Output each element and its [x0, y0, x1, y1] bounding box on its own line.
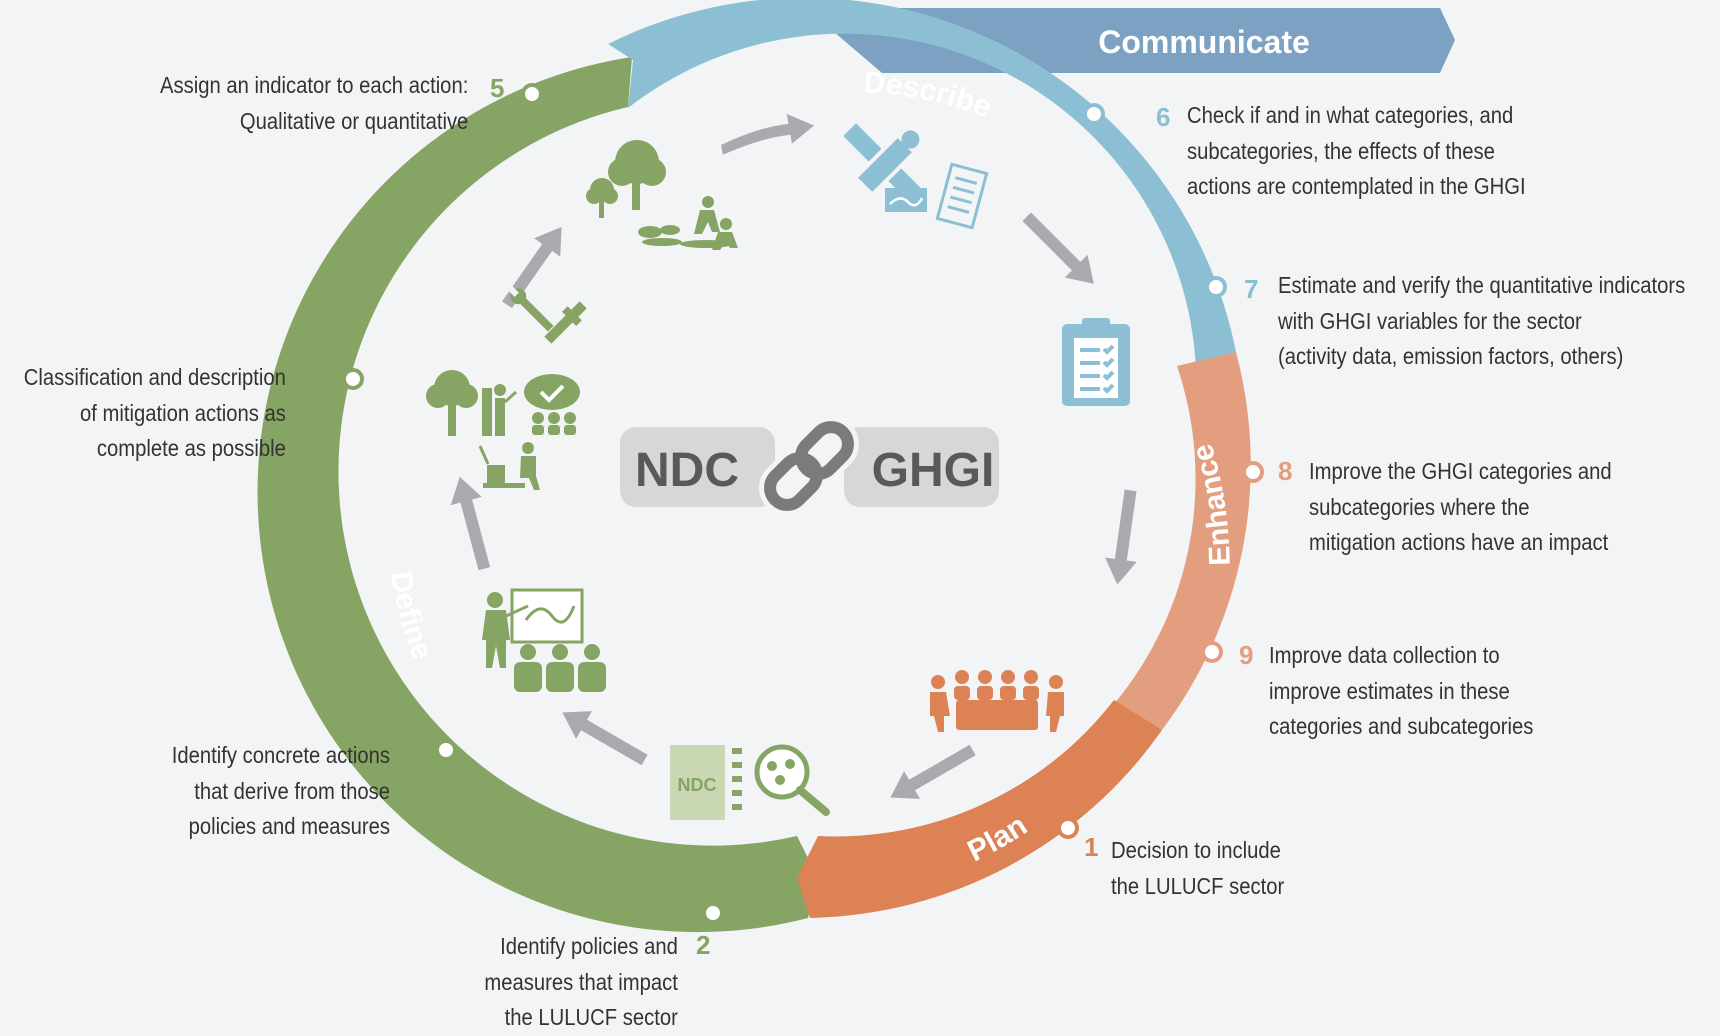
field-measurement-icon	[426, 370, 580, 490]
inner-arrows	[450, 114, 1137, 799]
step-marker-6	[1083, 103, 1105, 125]
ndc-box	[620, 427, 775, 507]
step-marker-5	[521, 83, 543, 105]
step-marker-8	[1242, 461, 1264, 483]
step-callout-5: Assign an indicator to each action: Qual…	[159, 72, 468, 134]
step-callout-1: Decision to include the LULUCF sector	[1111, 837, 1285, 899]
presentation-icon	[482, 588, 606, 692]
step-number-7: 7	[1244, 274, 1259, 304]
plan-segment	[797, 700, 1162, 918]
step-number-5: 5	[490, 73, 505, 103]
enhance-segment	[1114, 352, 1251, 730]
step-callout-7: Estimate and verify the quantitative ind…	[1278, 272, 1686, 369]
step-number-9: 9	[1239, 640, 1254, 670]
step-number-8: 8	[1278, 456, 1293, 486]
ghgi-box	[844, 427, 999, 507]
step-number-1: 1	[1084, 832, 1099, 862]
step-marker-1	[1057, 817, 1079, 839]
center-link: NDC GHGI	[620, 416, 999, 516]
communicate-label: Communicate	[1098, 24, 1310, 60]
describe-segment	[608, 0, 1236, 370]
step-callout-9: Improve data collection to improve estim…	[1269, 642, 1534, 739]
meeting-table-icon	[930, 670, 1064, 732]
step-marker-4	[342, 368, 364, 390]
step-number-3: 3	[404, 741, 419, 771]
svg-text:NDC: NDC	[678, 775, 717, 795]
define-segment	[257, 57, 819, 933]
step-marker-2	[702, 902, 724, 924]
step-marker-9	[1201, 641, 1223, 663]
ghgi-label: GHGI	[872, 444, 995, 497]
step-markers	[342, 83, 1264, 924]
cycle-ring	[257, 0, 1251, 933]
step-callout-6: Check if and in what categories, and sub…	[1187, 102, 1526, 199]
step-number-4: 4	[308, 363, 323, 393]
phase-label-define: Define	[384, 569, 439, 664]
trees-planting-icon	[586, 140, 738, 250]
step-callout-2: Identify policies and measures that impa…	[484, 933, 678, 1030]
ndc-label: NDC	[635, 444, 739, 497]
step-callout-3: Identify concrete actions that derive fr…	[171, 742, 390, 839]
step-number-6: 6	[1156, 102, 1171, 132]
checklist-icon	[1062, 318, 1130, 406]
satellite-icon	[843, 123, 989, 230]
step-callout-4: Classification and description of mitiga…	[23, 364, 286, 461]
step-marker-3	[435, 739, 457, 761]
step-number-2: 2	[696, 930, 711, 960]
phase-label-describe: Describe	[863, 66, 996, 124]
communicate-banner: Communicate	[806, 8, 1455, 73]
ndc-document-icon: NDC	[670, 744, 830, 820]
chain-link-icon	[759, 416, 859, 516]
step-callout-8: Improve the GHGI categories and subcateg…	[1309, 458, 1612, 555]
tools-icon	[507, 285, 587, 344]
step-marker-7	[1205, 276, 1227, 298]
